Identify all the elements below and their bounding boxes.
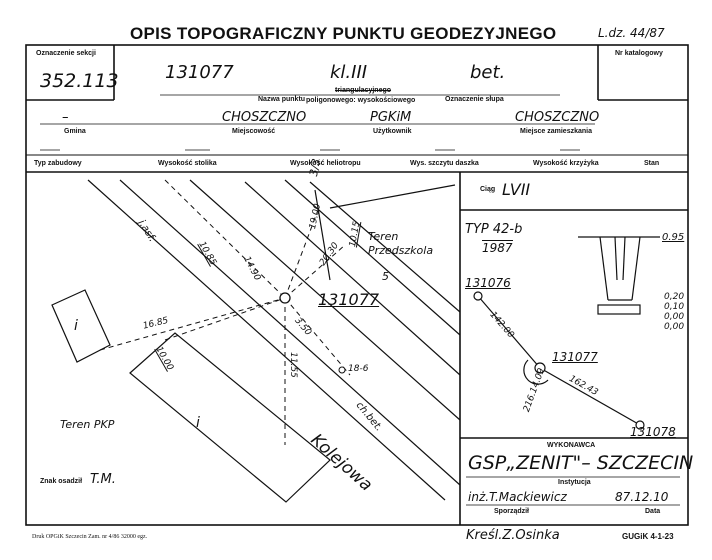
sporzadzil-value: inż.T.Mackiewicz xyxy=(468,490,567,504)
building-i-left: i xyxy=(74,318,78,334)
author: T.M. xyxy=(90,472,116,487)
post-type: bet. xyxy=(470,62,506,83)
catalog-label: Nr katalogowy xyxy=(615,50,663,57)
point-131076: 131076 xyxy=(465,276,511,290)
ldz-number: L.dz. 44/87 xyxy=(598,26,665,40)
miejscowosc-value: CHOSZCZNO xyxy=(222,110,307,125)
author-label: Znak osadził xyxy=(40,478,83,485)
miejsce-label: Miejsce zamieszkania xyxy=(520,128,592,135)
data-label: Data xyxy=(645,508,661,515)
miejscowosc-label: Miejscowość xyxy=(232,128,276,135)
number-5: 5 xyxy=(382,270,389,283)
uzytkownik-value: PGKiM xyxy=(370,110,412,125)
sketch-point-number: 131077 xyxy=(318,290,380,309)
depth-020: 0,20 xyxy=(664,292,685,302)
name-label: Nazwa punktu xyxy=(258,96,306,103)
instytucja-label: Instytucja xyxy=(558,479,591,486)
label-186: 18-6 xyxy=(348,364,369,374)
polig-label: poligonowego: wysokościowego xyxy=(306,97,416,104)
uzytkownik-label: Użytkownik xyxy=(373,128,412,135)
wys-heliotropu-label: Wysokość heliotropu xyxy=(290,160,361,167)
dist-1155: 11.55 xyxy=(288,352,298,378)
typ-zabudowy-label: Typ zabudowy xyxy=(34,160,82,167)
teren-pkp: Teren PKP xyxy=(60,418,115,431)
miejsce-value: CHOSZCZNO xyxy=(515,110,600,125)
stan-label: Stan xyxy=(644,160,660,167)
teren-przedszkola: Teren Przedszkola xyxy=(368,230,434,257)
ciag-value: LVII xyxy=(502,180,531,199)
monument-year: 1987 xyxy=(482,240,513,255)
depth-000b: 0,00 xyxy=(664,322,685,332)
page-title: OPIS TOPOGRAFICZNY PUNKTU GEODEZYJNEGO xyxy=(130,24,557,43)
point-131078: 131078 xyxy=(630,425,676,439)
gmina-value: – xyxy=(62,110,69,125)
post-label: Oznaczenie słupa xyxy=(445,96,504,103)
depth-095: 0.95 xyxy=(662,232,685,243)
sporzadzil-label: Sporządził xyxy=(494,508,530,515)
monument-type: TYP 42-b xyxy=(465,222,523,237)
triang-label: triangulacyjnego xyxy=(335,87,392,94)
depth-010: 0,10 xyxy=(664,302,685,312)
form-code: GUGiK 4-1-23 xyxy=(622,532,674,541)
date-value: 87.12.10 xyxy=(615,490,669,504)
point-131077-ciag: 131077 xyxy=(552,350,598,364)
wys-stolika-label: Wysokość stolika xyxy=(158,160,217,167)
kreslil: Kreśl.Z.Osinka xyxy=(466,528,560,543)
point-number: 131077 xyxy=(165,62,234,83)
wykonawca-value: GSP„ZENIT"– SZCZECIN xyxy=(468,452,694,474)
wys-daszka-label: Wys. szczytu daszka xyxy=(410,160,479,167)
printer-info: Druk OPGiK Szczecin Zam. nr 4/86 32000 e… xyxy=(32,534,148,540)
gmina-label: Gmina xyxy=(64,128,86,135)
depth-000a: 0,00 xyxy=(664,312,685,322)
building-i-center: i xyxy=(196,415,200,431)
point-class: kl.III xyxy=(330,62,368,83)
wys-krzyzyka-label: Wysokość krzyżyka xyxy=(533,160,599,167)
section-label: Oznaczenie sekcji xyxy=(36,50,96,57)
section-value: 352.113 xyxy=(40,70,119,92)
ciag-label: Ciąg xyxy=(480,186,496,193)
wykonawca-label: WYKONAWCA xyxy=(547,442,596,449)
